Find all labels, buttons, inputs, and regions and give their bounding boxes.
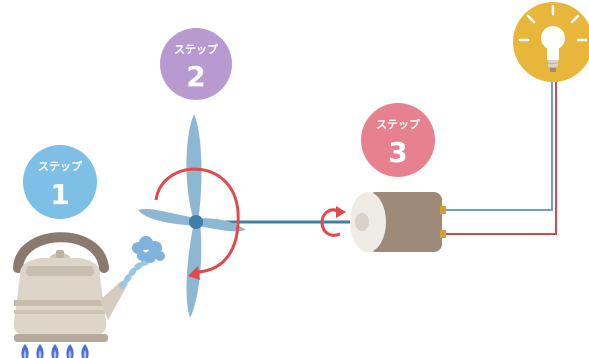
flame-icon bbox=[21, 344, 89, 358]
wires bbox=[446, 74, 557, 235]
step-1-badge: ステップ 1 bbox=[23, 145, 97, 219]
step-3-number: 3 bbox=[388, 136, 407, 169]
turbine-icon bbox=[138, 114, 246, 318]
step-3-badge: ステップ 3 bbox=[361, 103, 435, 177]
step-1-label: ステップ bbox=[38, 159, 83, 173]
step-2-number: 2 bbox=[186, 60, 205, 93]
step-2-label: ステップ bbox=[174, 42, 219, 56]
generator-icon bbox=[350, 192, 446, 252]
generator-rotation-arrow-icon bbox=[320, 206, 346, 237]
step-2-badge: ステップ 2 bbox=[160, 28, 232, 100]
lightbulb-icon bbox=[513, 2, 589, 82]
rotation-arrow-icon bbox=[154, 167, 240, 280]
step-2-circle bbox=[160, 28, 232, 100]
step-3-label: ステップ bbox=[376, 117, 421, 131]
steam-icon bbox=[119, 236, 165, 289]
kettle-icon bbox=[13, 232, 128, 342]
step-3-circle bbox=[361, 103, 435, 177]
step-1-circle bbox=[23, 145, 97, 219]
step-1-number: 1 bbox=[50, 178, 69, 211]
